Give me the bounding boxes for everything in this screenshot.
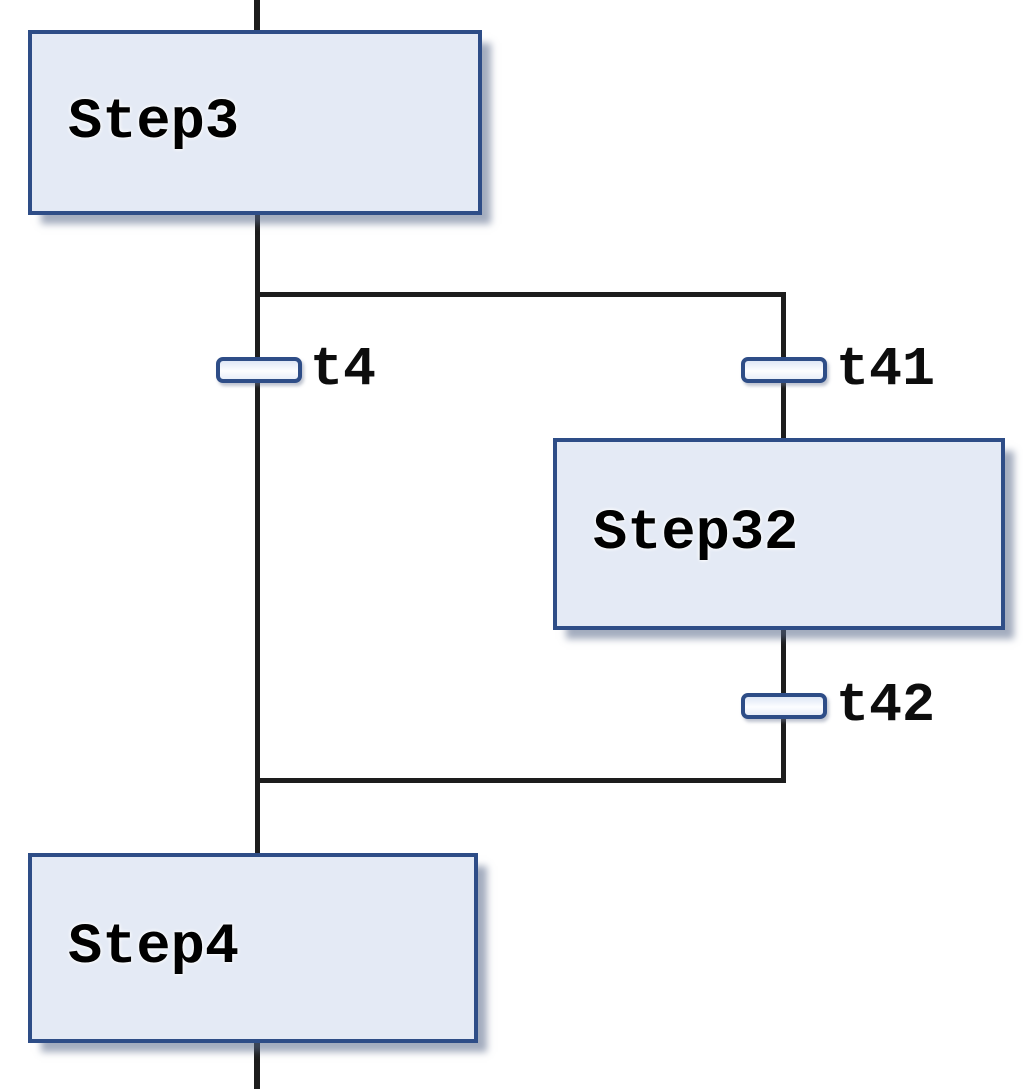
connector-incoming-top xyxy=(254,0,260,34)
transition-label-t4[interactable]: t4 xyxy=(310,338,377,401)
step-step3[interactable]: Step3 xyxy=(28,30,482,215)
step-step32[interactable]: Step32 xyxy=(553,438,1005,630)
step-step4[interactable]: Step4 xyxy=(28,853,478,1043)
step-label: Step32 xyxy=(593,502,799,566)
connector-left-trunk xyxy=(255,213,260,855)
transition-label-t41[interactable]: t41 xyxy=(836,338,936,401)
step-label: Step4 xyxy=(68,916,240,980)
transition-bar-t41[interactable] xyxy=(741,357,827,383)
connector-outgoing-bottom xyxy=(254,1041,260,1089)
branch-divergence-line xyxy=(255,292,786,297)
branch-convergence-line xyxy=(255,778,786,783)
step-label: Step3 xyxy=(68,90,240,155)
transition-bar-t42[interactable] xyxy=(741,693,827,719)
transition-label-t42[interactable]: t42 xyxy=(836,674,936,737)
transition-bar-t4[interactable] xyxy=(216,357,302,383)
